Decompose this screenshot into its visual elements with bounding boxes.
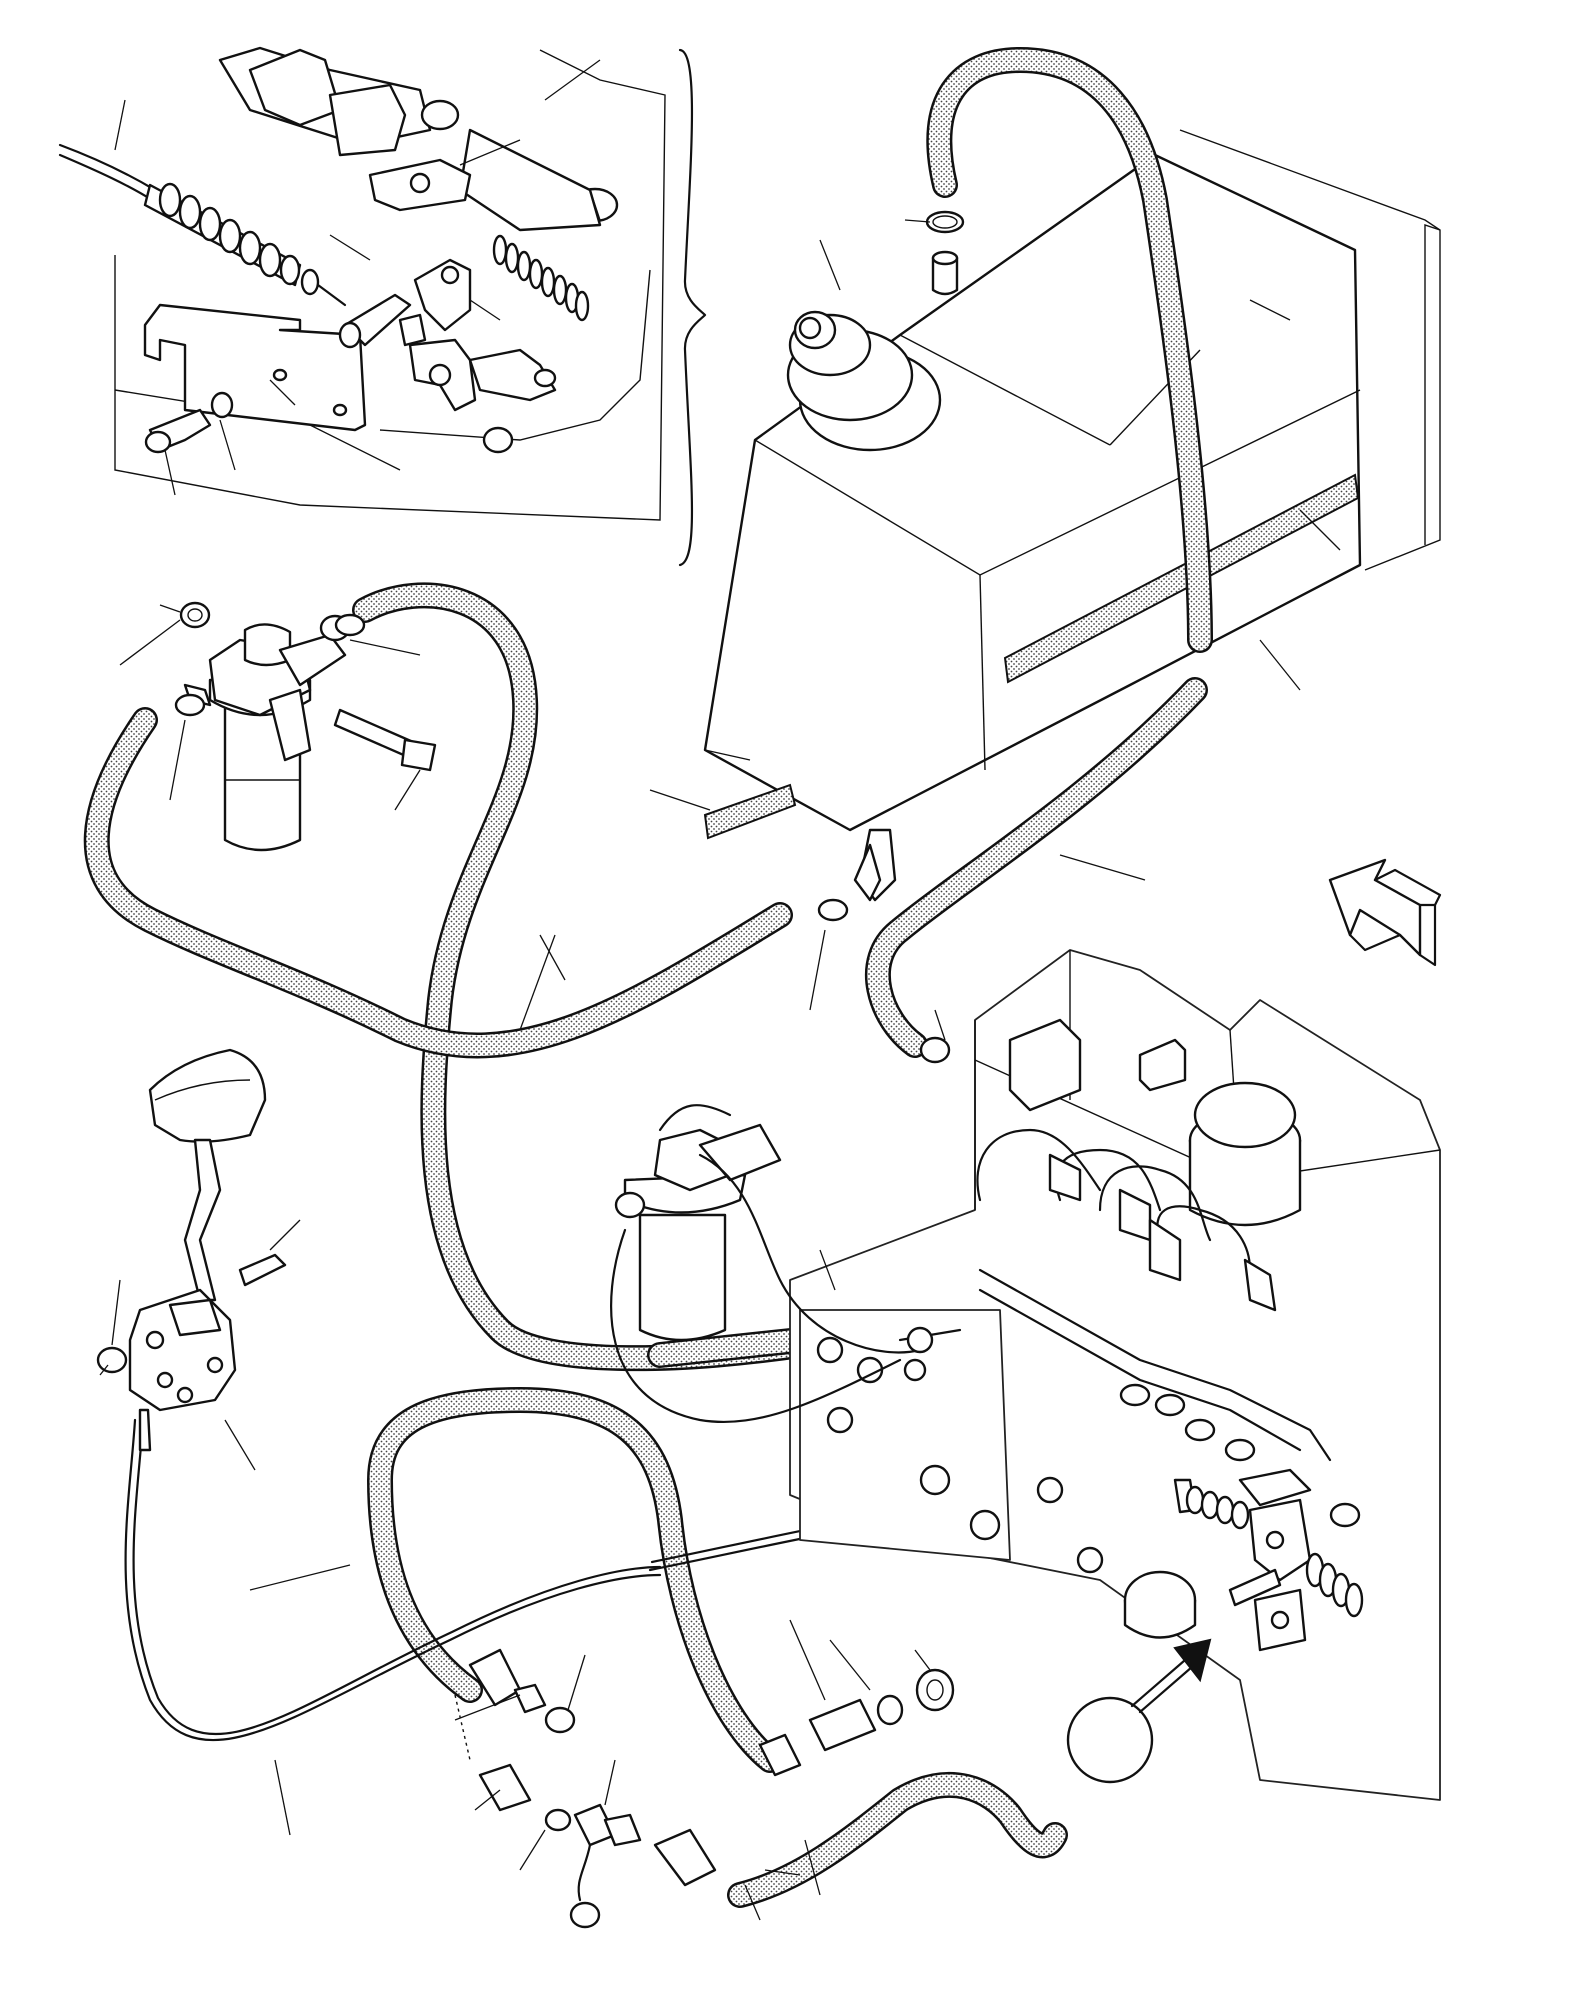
callout-pointer-icon bbox=[1066, 1638, 1212, 1784]
engine-block bbox=[610, 949, 1441, 1801]
supply-hoses bbox=[83, 582, 1208, 1921]
inset-throttle-linkage bbox=[58, 46, 707, 567]
direction-arrow-icon bbox=[1328, 858, 1442, 967]
fuel-filter bbox=[119, 601, 437, 852]
fuel-tank bbox=[649, 129, 1441, 902]
return-hose-top bbox=[926, 47, 1213, 653]
fittings-bottom bbox=[454, 1619, 955, 1929]
accelerator-pedal bbox=[96, 1048, 1177, 1836]
